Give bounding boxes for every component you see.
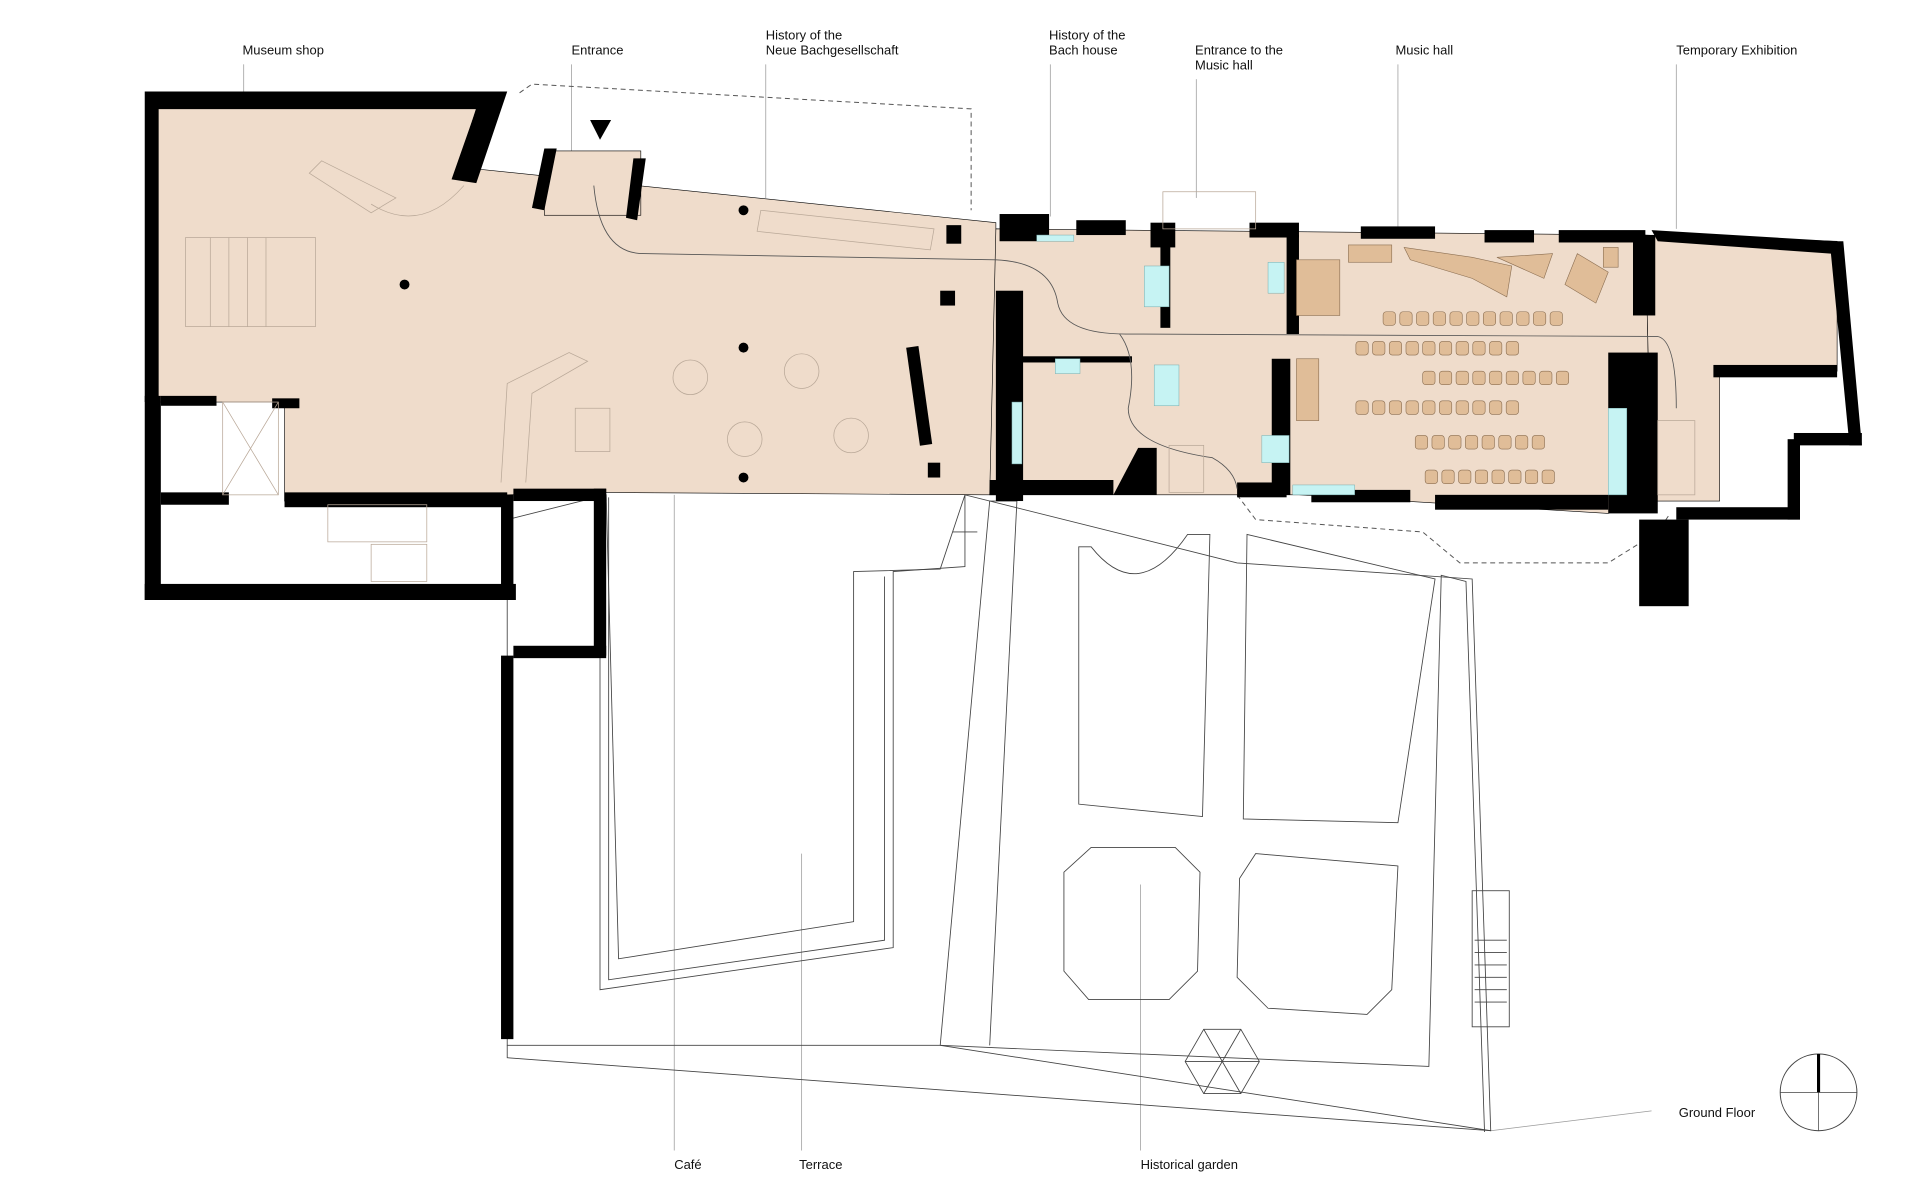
label-entrance-music-2: Music hall [1195, 57, 1253, 72]
seat [1431, 435, 1445, 450]
label-history-bach: History of the [1049, 28, 1125, 43]
seat [1555, 370, 1569, 386]
seat [1405, 341, 1419, 356]
label-history-nbg: History of the [766, 28, 842, 43]
seat [1424, 469, 1438, 485]
fixtures [185, 160, 1696, 582]
seat [1522, 370, 1536, 386]
seat [1422, 370, 1436, 386]
seat [1455, 370, 1469, 386]
seat [1441, 469, 1455, 485]
seat [1455, 400, 1469, 415]
seat [1505, 400, 1519, 415]
seat [1505, 341, 1519, 356]
seat [1515, 435, 1529, 450]
label-temporary-exhibition: Temporary Exhibition [1676, 42, 1797, 57]
seat [1355, 400, 1369, 415]
label-music-hall: Music hall [1395, 42, 1453, 57]
label-ground-floor: Ground Floor [1679, 1105, 1756, 1120]
north-arrow-icon [1779, 1053, 1858, 1132]
seat [1466, 311, 1480, 326]
seat [1498, 435, 1512, 450]
seat [1533, 311, 1547, 326]
seat [1482, 311, 1496, 326]
seat [1439, 400, 1453, 415]
seat [1388, 400, 1402, 415]
seat [1355, 341, 1369, 356]
seat [1449, 311, 1463, 326]
seat [1422, 400, 1436, 415]
seat [1549, 311, 1563, 326]
seat [1474, 469, 1488, 485]
label-entrance-music: Entrance to the [1195, 42, 1283, 57]
seat [1491, 469, 1505, 485]
cafe-tables [672, 353, 869, 457]
seat [1465, 435, 1479, 450]
seat [1388, 341, 1402, 356]
seat [1481, 435, 1495, 450]
seat [1372, 400, 1386, 415]
leader-lines [243, 64, 1677, 1151]
seat [1525, 469, 1539, 485]
seat [1489, 370, 1503, 386]
seat [1372, 341, 1386, 356]
seat [1455, 341, 1469, 356]
seat [1416, 311, 1430, 326]
seat [1505, 370, 1519, 386]
seat [1472, 400, 1486, 415]
seat [1472, 370, 1486, 386]
label-entrance: Entrance [572, 42, 624, 57]
labels: Museum shop Entrance History of the Neue… [242, 28, 1797, 1172]
seat [1439, 341, 1453, 356]
seat [1382, 311, 1396, 326]
seat [1489, 400, 1503, 415]
seat [1399, 311, 1413, 326]
seat [1489, 341, 1503, 356]
seat [1539, 370, 1553, 386]
entrance-triangle-icon [590, 120, 612, 140]
walls [144, 91, 1862, 1040]
outdoor-area [506, 83, 1671, 1132]
label-cafe: Café [674, 1157, 701, 1172]
seat [1516, 311, 1530, 326]
seat [1531, 435, 1545, 450]
seat [1439, 370, 1453, 386]
seat [1432, 311, 1446, 326]
label-terrace: Terrace [799, 1157, 842, 1172]
seat [1405, 400, 1419, 415]
seat [1472, 341, 1486, 356]
seat [1541, 469, 1555, 485]
seat [1448, 435, 1462, 450]
label-historical-garden: Historical garden [1141, 1157, 1238, 1172]
label-museum-shop: Museum shop [242, 42, 323, 57]
label-history-nbg-2: Neue Bachgesellschaft [766, 42, 899, 57]
seat [1414, 435, 1428, 450]
garden-stairs [1474, 939, 1507, 1003]
seat [1422, 341, 1436, 356]
music-hall-seating [1355, 311, 1569, 485]
label-history-bach-2: Bach house [1049, 42, 1118, 57]
seat [1508, 469, 1522, 485]
seat [1458, 469, 1472, 485]
seat [1499, 311, 1513, 326]
